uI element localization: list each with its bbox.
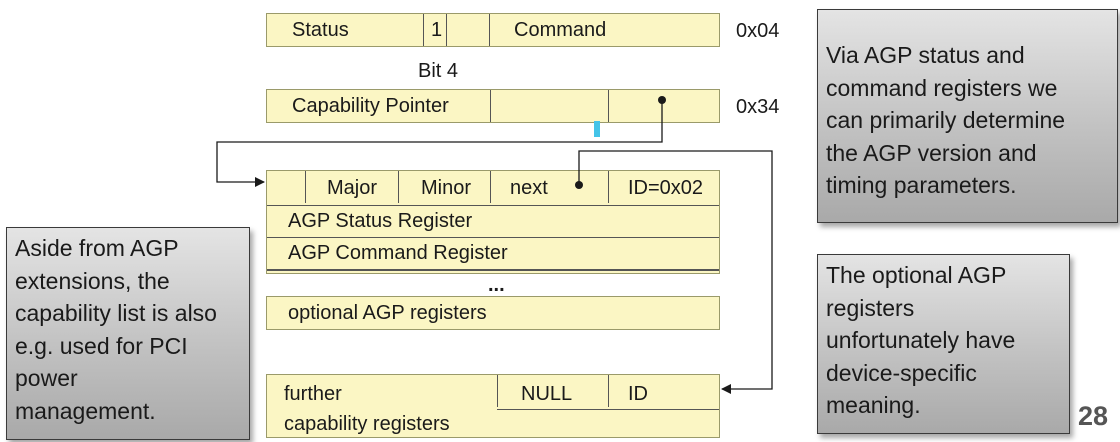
field-divider bbox=[497, 375, 498, 407]
offset-0x34: 0x34 bbox=[736, 96, 780, 118]
null-pointer-field: NULL bbox=[521, 382, 573, 405]
capability-pointer-register: Capability Pointer bbox=[266, 89, 720, 123]
command-field: Command bbox=[514, 18, 607, 41]
optional-agp-registers: optional AGP registers bbox=[266, 296, 720, 330]
further-label-line2: capability registers bbox=[284, 412, 450, 435]
agp-command-register: AGP Command Register bbox=[288, 241, 508, 264]
status-command-register: Status 1 Command bbox=[266, 13, 720, 47]
further-id-field: ID bbox=[628, 382, 648, 405]
field-divider bbox=[423, 14, 424, 46]
row-divider bbox=[267, 237, 719, 238]
note-agp-version-timing: Via AGP status and command registers we … bbox=[817, 9, 1118, 223]
row-divider bbox=[267, 269, 719, 271]
minor-field: Minor bbox=[421, 176, 472, 199]
status-field: Status bbox=[292, 18, 349, 41]
further-label-line1: further bbox=[284, 382, 342, 405]
field-divider bbox=[446, 14, 447, 46]
capability-bit-highlight bbox=[594, 121, 600, 137]
ellipsis: ... bbox=[488, 274, 505, 296]
agp-status-register: AGP Status Register bbox=[288, 209, 473, 232]
major-field: Major bbox=[327, 176, 378, 199]
offset-0x04: 0x04 bbox=[736, 20, 780, 42]
next-pointer-arrow bbox=[575, 150, 773, 394]
further-capability-registers: further capability registers NULL ID bbox=[266, 374, 720, 438]
capabilities-bit: 1 bbox=[431, 18, 443, 41]
field-divider bbox=[398, 171, 399, 203]
note-capability-list-usage: Aside from AGP extensions, the capabilit… bbox=[6, 227, 250, 440]
field-divider bbox=[489, 14, 490, 46]
field-divider bbox=[490, 171, 491, 203]
capability-pointer-field: Capability Pointer bbox=[292, 94, 449, 117]
note-optional-registers: The optional AGP registers unfortunately… bbox=[817, 254, 1070, 434]
field-divider bbox=[608, 171, 609, 203]
page-number: 28 bbox=[1078, 401, 1109, 431]
field-divider bbox=[305, 171, 306, 203]
agp-capability-block: Major Minor next ID=0x02 AGP Status Regi… bbox=[266, 170, 720, 274]
capability-pointer-arrow bbox=[216, 96, 666, 187]
field-divider bbox=[608, 90, 609, 122]
capability-id-field: ID=0x02 bbox=[628, 176, 704, 199]
next-pointer-field: next bbox=[510, 176, 548, 199]
bit-4-label: Bit 4 bbox=[418, 60, 459, 82]
row-divider bbox=[497, 409, 719, 410]
field-divider bbox=[608, 375, 609, 407]
field-divider bbox=[490, 90, 491, 122]
row-divider bbox=[267, 205, 719, 206]
optional-agp-registers-label: optional AGP registers bbox=[288, 301, 487, 324]
